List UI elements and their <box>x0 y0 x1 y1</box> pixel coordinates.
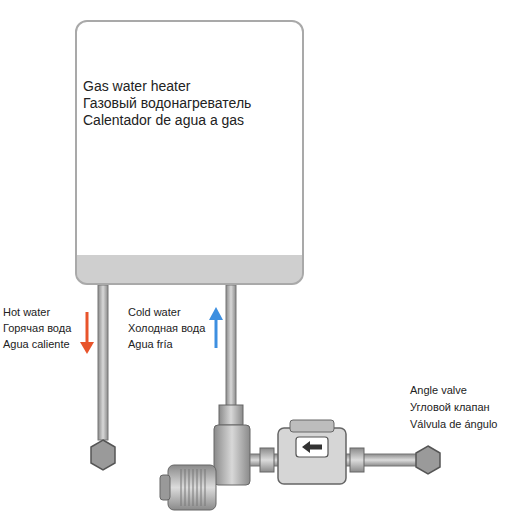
heater-title: Gas water heater <box>83 78 302 95</box>
hot-arrow <box>86 312 89 344</box>
flow-arrow <box>302 441 322 453</box>
part-label: Угловой клапан <box>410 401 490 414</box>
hot-arrow-head <box>80 342 94 354</box>
cold-pipe <box>226 285 236 407</box>
cold-arrow <box>215 318 218 348</box>
pump-cap <box>160 475 170 500</box>
pump-head <box>214 425 250 485</box>
part-label: Agua caliente <box>3 338 70 351</box>
pipe-coupling <box>350 448 364 472</box>
cold-arrow-head <box>209 307 223 320</box>
heater-title: Calentador de agua a gas <box>83 112 302 129</box>
pump-motor <box>168 465 216 510</box>
pipe-coupling <box>260 448 274 472</box>
part-label: Горячая вода <box>3 322 71 335</box>
part-label: Холодная вода <box>128 322 205 335</box>
heater-title: Газовый водонагреватель <box>83 95 302 112</box>
part-label: Válvula de ángulo <box>410 418 497 431</box>
flow-sensor-top <box>290 420 334 432</box>
part-label: Hot water <box>3 306 50 319</box>
hot-nut <box>91 440 115 470</box>
part-label: Agua fría <box>128 338 173 351</box>
heater-band <box>77 255 302 283</box>
valve-nut <box>416 446 440 474</box>
flow-sensor <box>278 428 346 484</box>
hot-pipe <box>98 285 108 440</box>
part-label: Cold water <box>128 306 181 319</box>
heater-box: Gas water heaterГазовый водонагревательC… <box>75 20 304 285</box>
part-label: Angle valve <box>410 384 467 397</box>
cold-fitting <box>219 405 243 425</box>
